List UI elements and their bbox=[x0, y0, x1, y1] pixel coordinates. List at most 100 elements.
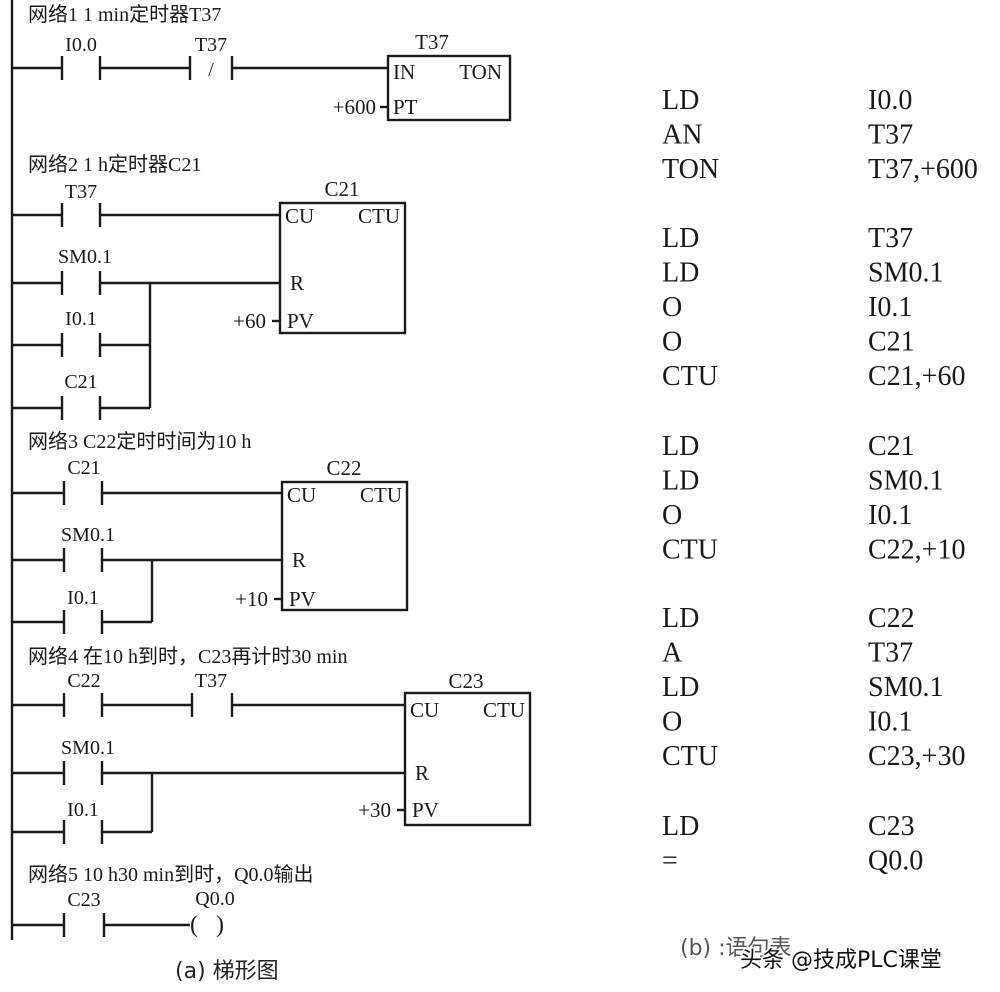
network-title: 网络2 1 h定时器C21 bbox=[28, 153, 201, 176]
statement-op: = bbox=[662, 846, 678, 877]
contact-label: SM0.1 bbox=[58, 246, 112, 268]
box-name: T37 bbox=[415, 30, 449, 54]
network-title: 网络4 在10 h到时，C23再计时30 min bbox=[28, 645, 347, 668]
statement-operand: SM0.1 bbox=[868, 258, 943, 289]
box-preset: +10 bbox=[235, 587, 268, 611]
statement-op: LD bbox=[662, 466, 699, 497]
statement-operand: T37,+600 bbox=[868, 154, 978, 185]
statement-op: O bbox=[662, 500, 682, 531]
box-pin: PV bbox=[289, 587, 316, 611]
contact-label: I0.0 bbox=[65, 34, 97, 56]
statement-caption: (b) :语句表 bbox=[680, 936, 792, 961]
statement-operand: C21,+60 bbox=[868, 361, 965, 392]
contact-label: T37 bbox=[65, 181, 97, 203]
box-pin: CU bbox=[287, 483, 316, 507]
contact-label: T37 bbox=[195, 670, 227, 692]
network-title: 网络3 C22定时时间为10 h bbox=[28, 430, 251, 453]
statement-operand: SM0.1 bbox=[868, 672, 943, 703]
statement-op: LD bbox=[662, 85, 699, 116]
statement-operand: SM0.1 bbox=[868, 466, 943, 497]
contact-label: C21 bbox=[64, 371, 97, 393]
box-type: CTU bbox=[358, 204, 400, 228]
statement-op: LD bbox=[662, 223, 699, 254]
box-pin: R bbox=[415, 761, 429, 785]
rung-wire bbox=[12, 56, 388, 80]
box-pin: CU bbox=[285, 204, 314, 228]
counter-box bbox=[403, 691, 532, 827]
statement-op: O bbox=[662, 707, 682, 738]
box-type: CTU bbox=[483, 698, 525, 722]
network-1: 网络1 1 min定时器T37 I0.0 T37 / T37 IN TON PT… bbox=[12, 3, 512, 122]
box-type: CTU bbox=[360, 483, 402, 507]
statement-operand: I0.1 bbox=[868, 500, 912, 531]
box-pin: R bbox=[290, 271, 304, 295]
nc-mark: / bbox=[208, 59, 214, 81]
box-name: C21 bbox=[324, 177, 359, 201]
coil-label: Q0.0 bbox=[195, 888, 234, 910]
timer-box bbox=[386, 54, 512, 122]
statement-op: A bbox=[662, 638, 683, 669]
contact-label: I0.1 bbox=[65, 308, 97, 330]
rung-wire bbox=[12, 481, 282, 634]
contact-label: C21 bbox=[67, 457, 100, 479]
box-preset: +30 bbox=[358, 798, 391, 822]
box-pin: PT bbox=[393, 95, 418, 119]
statement-operand: T37 bbox=[868, 638, 913, 669]
box-pin: PV bbox=[287, 309, 314, 333]
statement-op: LD bbox=[662, 811, 699, 842]
output-coil: ( ) bbox=[190, 912, 224, 938]
rung-wire bbox=[12, 693, 405, 844]
statement-op: AN bbox=[662, 120, 702, 151]
box-pin: CU bbox=[410, 698, 439, 722]
network-2: 网络2 1 h定时器C21 T37 SM0.1 I0.1 C21 C21 CU … bbox=[12, 153, 407, 420]
network-5: 网络5 10 h30 min到时，Q0.0输出 C23 Q0.0 ( ) bbox=[12, 863, 314, 938]
statement-op: LD bbox=[662, 672, 699, 703]
box-pin: R bbox=[292, 548, 306, 572]
network-4: 网络4 在10 h到时，C23再计时30 min C22 T37 SM0.1 I… bbox=[12, 645, 532, 844]
rung-wire bbox=[12, 203, 280, 420]
statement-operand: T37 bbox=[868, 223, 913, 254]
contact-label: I0.1 bbox=[67, 587, 99, 609]
statement-op: CTU bbox=[662, 741, 718, 772]
contact-label: T37 bbox=[195, 34, 227, 56]
statement-op: CTU bbox=[662, 535, 718, 566]
statement-op: O bbox=[662, 327, 682, 358]
box-pin: PV bbox=[412, 798, 439, 822]
box-pin: IN bbox=[393, 60, 415, 84]
contact-label: SM0.1 bbox=[61, 737, 115, 759]
statement-operand: C22 bbox=[868, 603, 915, 634]
box-preset: +600 bbox=[333, 95, 376, 119]
statement-op: LD bbox=[662, 258, 699, 289]
box-name: C22 bbox=[326, 456, 361, 480]
network-title: 网络5 10 h30 min到时，Q0.0输出 bbox=[28, 863, 314, 886]
statement-operand: C21 bbox=[868, 327, 915, 358]
statement-op: LD bbox=[662, 431, 699, 462]
box-preset: +60 bbox=[233, 309, 266, 333]
box-type: TON bbox=[459, 60, 502, 84]
statement-operand: C23,+30 bbox=[868, 741, 965, 772]
statement-operand: T37 bbox=[868, 120, 913, 151]
statement-op: TON bbox=[662, 154, 719, 185]
contact-label: I0.1 bbox=[67, 799, 99, 821]
statement-operand: Q0.0 bbox=[868, 846, 923, 877]
network-title: 网络1 1 min定时器T37 bbox=[28, 3, 221, 26]
statement-operand: I0.1 bbox=[868, 707, 912, 738]
network-3: 网络3 C22定时时间为10 h C21 SM0.1 I0.1 C22 CU C… bbox=[12, 430, 409, 634]
statement-op: LD bbox=[662, 603, 699, 634]
ladder-caption: (a) 梯形图 bbox=[175, 959, 279, 984]
box-name: C23 bbox=[448, 669, 483, 693]
counter-box bbox=[278, 201, 407, 335]
watermark: 头条 @技成PLC课堂 bbox=[740, 948, 942, 973]
contact-label: SM0.1 bbox=[61, 524, 115, 546]
statement-operand: C21 bbox=[868, 431, 915, 462]
statement-operand: I0.0 bbox=[868, 85, 912, 116]
rung-wire bbox=[12, 913, 190, 937]
statement-operand: C23 bbox=[868, 811, 915, 842]
statement-op: CTU bbox=[662, 361, 718, 392]
contact-label: C22 bbox=[67, 670, 100, 692]
statement-op: O bbox=[662, 292, 682, 323]
statement-operand: I0.1 bbox=[868, 292, 912, 323]
statement-operand: C22,+10 bbox=[868, 535, 965, 566]
